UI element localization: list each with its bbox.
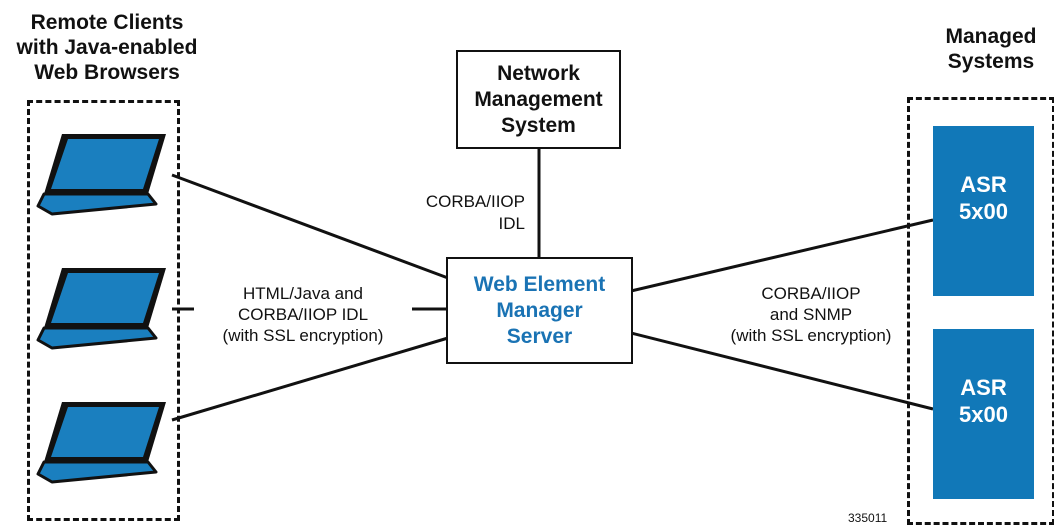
clients-wem-link-label: HTML/Java and CORBA/IIOP IDL (with SSL e… xyxy=(194,283,412,346)
link-wem-asr1 xyxy=(630,218,934,293)
wem-asr-link-label: CORBA/IIOP and SNMP (with SSL encryption… xyxy=(730,284,892,345)
web-element-manager-server-box: Web Element Manager Server xyxy=(446,257,633,364)
clients-group-frame xyxy=(27,100,180,521)
managed-group-title: Managed Systems xyxy=(945,25,1037,73)
network-management-system-box: Network Management System xyxy=(456,50,621,149)
laptop-icon xyxy=(36,134,166,216)
link-wem-asr2 xyxy=(630,331,934,411)
link-laptop1-wem xyxy=(171,173,449,280)
laptop-icon xyxy=(36,268,166,350)
asr-system-1: ASR 5x00 xyxy=(933,126,1034,296)
nms-label: Network Management System xyxy=(474,61,603,137)
asr-label: ASR 5x00 xyxy=(959,172,1008,224)
clients-group-title: Remote Clients with Java-enabled Web Bro… xyxy=(16,11,198,84)
figure-number: 335011 xyxy=(848,511,888,525)
nms-wem-link-label: CORBA/IIOP IDL xyxy=(425,192,525,233)
laptop-icon xyxy=(36,402,166,484)
managed-group-frame xyxy=(907,97,1054,525)
asr-label: ASR 5x00 xyxy=(959,375,1008,427)
asr-system-2: ASR 5x00 xyxy=(933,329,1034,499)
link-laptop3-wem xyxy=(171,336,449,422)
wem-label: Web Element Manager Server xyxy=(473,272,606,348)
